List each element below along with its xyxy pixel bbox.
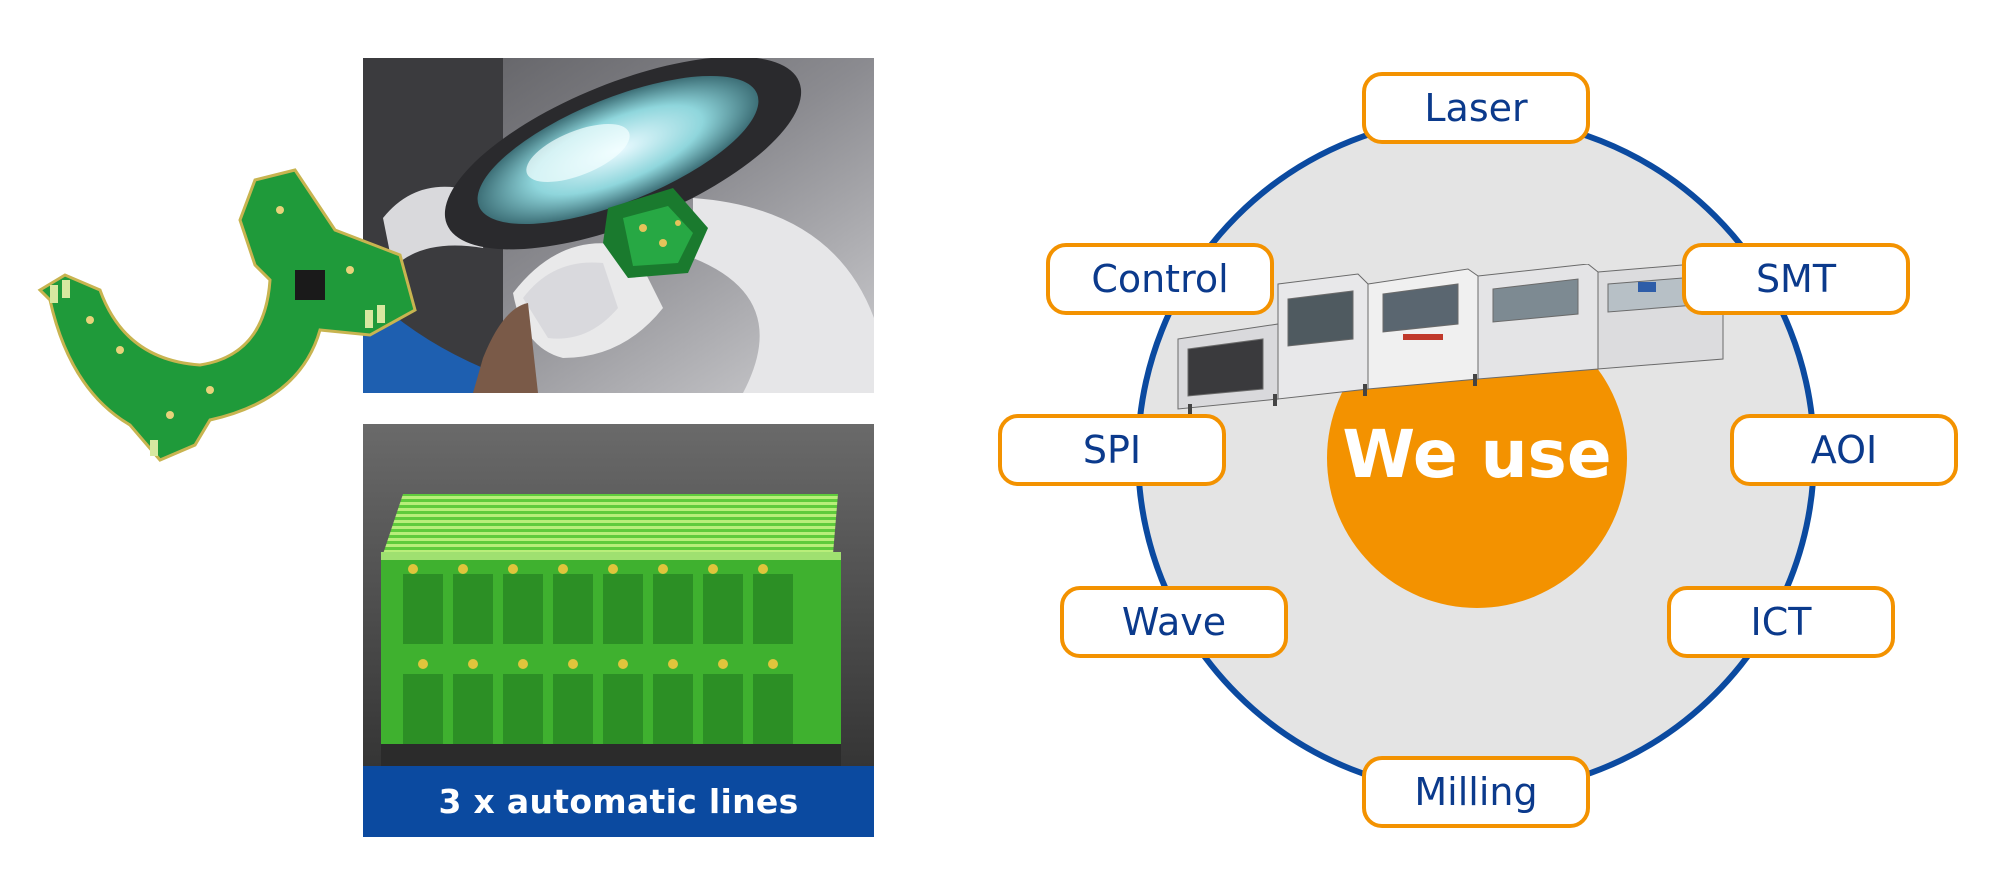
- center-label: We use: [1342, 416, 1612, 493]
- label-aoi: AOI: [1730, 414, 1958, 486]
- label-control: Control: [1046, 243, 1274, 315]
- label-laser: Laser: [1362, 72, 1590, 144]
- label-spi: SPI: [998, 414, 1226, 486]
- label-ict: ICT: [1667, 586, 1895, 658]
- label-wave: Wave: [1060, 586, 1288, 658]
- automatic-lines-banner: 3 x automatic lines: [363, 766, 874, 837]
- arc-pcb-image: [30, 160, 430, 480]
- inspection-photo: [363, 58, 874, 393]
- label-milling: Milling: [1362, 756, 1590, 828]
- label-smt: SMT: [1682, 243, 1910, 315]
